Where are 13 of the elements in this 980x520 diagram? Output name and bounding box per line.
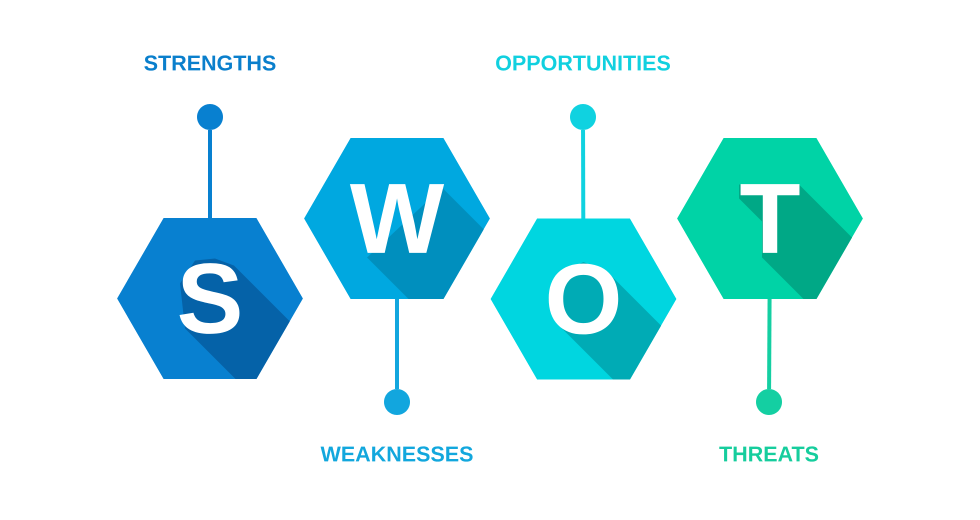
connector-dot xyxy=(197,104,223,130)
category-label: OPPORTUNITIES xyxy=(496,55,670,71)
letter-hexagon: T xyxy=(677,138,863,300)
connector-line xyxy=(208,130,212,218)
connector-line xyxy=(395,299,400,389)
category-label: STRENGTHS xyxy=(144,55,276,71)
connector-dot xyxy=(570,104,596,130)
category-label: THREATS xyxy=(719,446,818,462)
category-label: WEAKNESSES xyxy=(320,446,473,462)
connector-dot xyxy=(384,389,410,415)
connector-line xyxy=(767,299,772,390)
connector-dot xyxy=(756,389,782,415)
connector-line xyxy=(581,130,586,218)
